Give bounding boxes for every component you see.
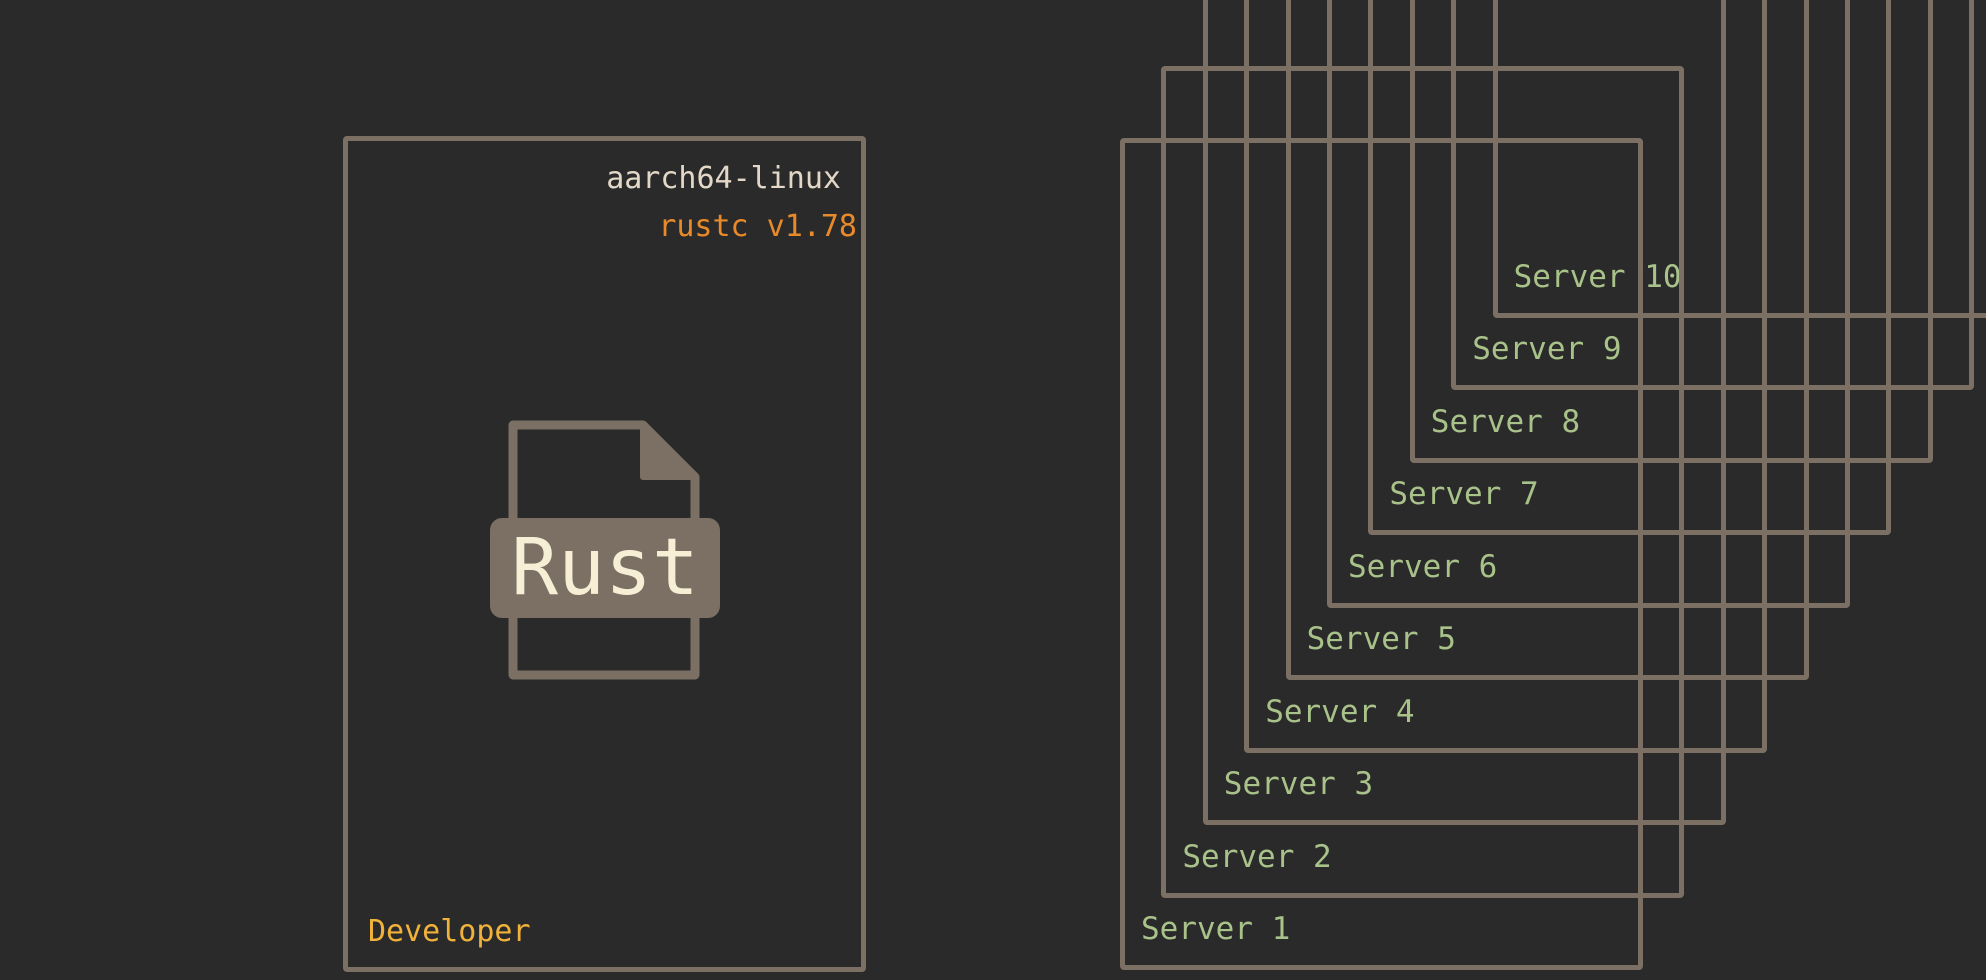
developer-rustc-version: rustc v1.78: [658, 209, 857, 244]
server-4: Server 4: [1244, 0, 1768, 753]
server-6: Server 6: [1327, 0, 1850, 608]
server-label: Server 5: [1306, 621, 1456, 657]
server-9: Server 9: [1451, 0, 1975, 390]
server-label: Server 2: [1182, 838, 1332, 875]
server-label: Server 9: [1472, 331, 1622, 367]
server-label: Server 10: [1513, 258, 1682, 295]
server-7: Server 7: [1368, 0, 1892, 535]
server-label: Server 8: [1430, 403, 1581, 440]
server-10: Server 10: [1492, 0, 1986, 318]
rust-file-label: Rust: [511, 523, 699, 613]
developer-label: Developer: [368, 914, 531, 949]
server-3: Server 3: [1202, 0, 1726, 825]
developer-os-label: aarch64-linux: [606, 161, 841, 196]
server-1: Server 1: [1120, 138, 1643, 970]
server-label: Server 1: [1141, 911, 1291, 947]
developer-machine: aarch64-linux rustc v1.78 Developer: [343, 136, 866, 972]
server-label: Server 3: [1223, 766, 1374, 802]
server-label: Server 7: [1389, 476, 1539, 512]
server-label: Server 4: [1265, 693, 1415, 730]
server-8: Server 8: [1409, 0, 1933, 463]
rust-file-icon: [490, 420, 720, 680]
server-5: Server 5: [1285, 0, 1809, 680]
server-2: Server 2: [1161, 65, 1685, 898]
server-label: Server 6: [1348, 548, 1498, 585]
